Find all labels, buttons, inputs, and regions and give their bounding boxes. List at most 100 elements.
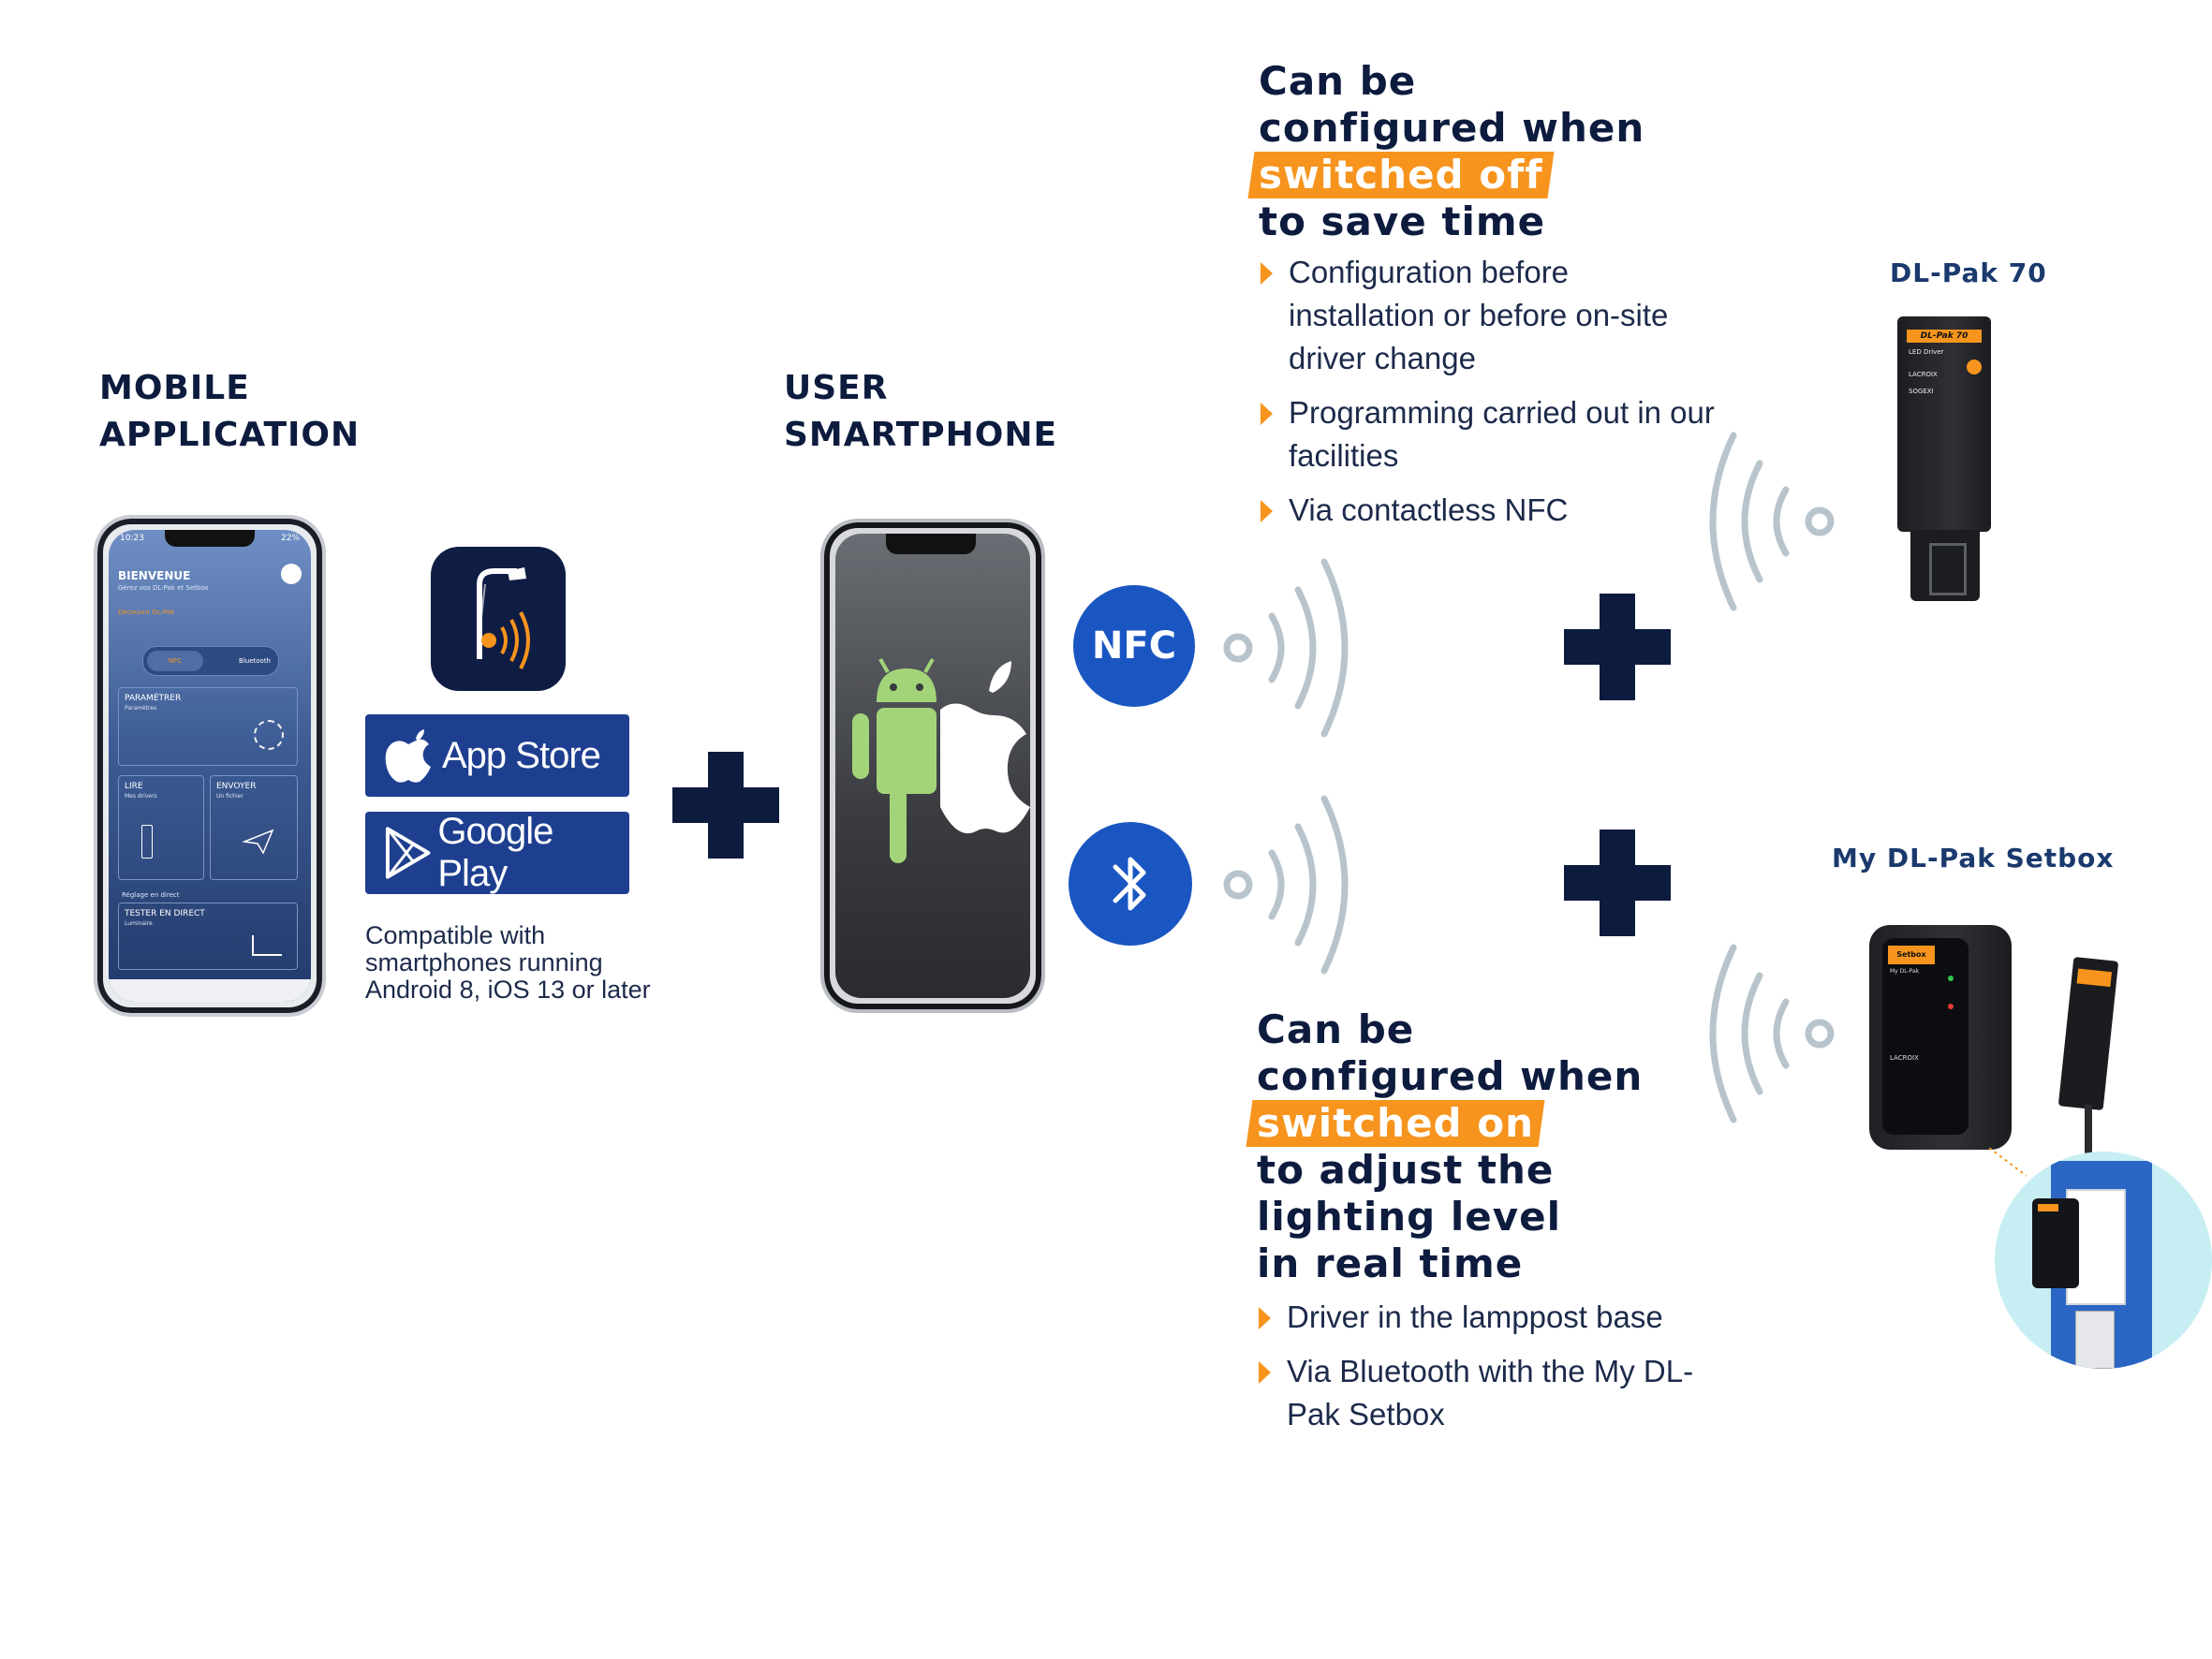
switched-on-bullet: Driver in the lamppost base — [1257, 1296, 1697, 1339]
app-mode-toggle[interactable]: NFC Bluetooth — [142, 646, 279, 676]
dlpak-nfc-mark-icon — [1967, 360, 1982, 374]
user-smartphone-heading-line2: SMARTPHONE — [784, 416, 1058, 454]
apple-logo-icon — [940, 661, 1030, 834]
app-icon[interactable] — [431, 547, 566, 691]
setbox-status-led — [1948, 976, 1954, 981]
plus-icon-app-phone — [672, 752, 779, 859]
switched-off-highlight: switched off — [1247, 152, 1555, 198]
inset-setbox — [2032, 1198, 2079, 1288]
app-tile-test-sub: Luminaire — [125, 920, 153, 927]
app-toggle-nfc[interactable]: NFC — [147, 651, 203, 671]
dlpak-device-brand: LACROIX — [1909, 371, 1938, 378]
app-store-button[interactable]: App Store — [365, 714, 629, 797]
bluetooth-signal-waves-icon — [1223, 795, 1349, 975]
compat-line3: Android 8, iOS 13 or later — [365, 976, 651, 1004]
switched-off-bullet: Via contactless NFC — [1259, 489, 1718, 532]
switched-off-title-line4: to save time — [1259, 198, 1546, 244]
compat-line2: smartphones running — [365, 948, 603, 976]
dlpak-label: DL-Pak 70 — [1890, 257, 2047, 288]
lamp-icon — [252, 935, 282, 956]
app-tile-test[interactable]: TESTER EN DIRECT Luminaire — [118, 903, 298, 970]
nfc-badge-label: NFC — [1091, 624, 1177, 668]
switched-on-title: Can be configured when switched on to ad… — [1246, 1006, 1644, 1287]
lamp-signal-icon — [477, 567, 530, 669]
switched-off-bullets: Configuration before installation or bef… — [1259, 251, 1718, 543]
app-tile-read-sub: Mes drivers — [125, 793, 157, 800]
app-tile-configure-sub: Paramètres — [125, 705, 157, 712]
setbox-power-led — [1948, 1004, 1954, 1009]
app-tile-send[interactable]: ENVOYER Un fichier — [210, 775, 298, 880]
app-tile-configure[interactable]: PARAMÉTRER Paramètres — [118, 687, 298, 766]
lamppost-base-inset — [1995, 1152, 2212, 1369]
switched-off-bullet: Programming carried out in our facilitie… — [1259, 391, 1718, 477]
app-tile-configure-label: PARAMÉTRER — [125, 694, 182, 703]
gear-icon — [254, 720, 284, 750]
google-play-button[interactable]: Google Play — [365, 811, 629, 894]
dlpak-device-sub: LED Driver — [1909, 348, 1944, 356]
switched-on-title-line2: configured when — [1257, 1053, 1644, 1099]
mobile-app-heading-line2: APPLICATION — [99, 416, 361, 454]
app-nav-bar — [109, 979, 311, 1002]
apple-icon — [385, 729, 431, 783]
app-welcome-sub: Gérez vos DL-Pak et Setbox — [118, 584, 209, 592]
dlpak-device: DL-Pak 70 LED Driver LACROIX SOGEXI — [1897, 316, 1991, 532]
app-welcome-title: BIENVENUE — [118, 569, 191, 582]
setbox-cable — [2085, 1105, 2092, 1170]
compat-line1: Compatible with — [365, 921, 546, 949]
switched-off-bullet: Configuration before installation or bef… — [1259, 251, 1718, 380]
mobile-app-heading: MOBILE APPLICATION — [99, 365, 360, 459]
dlpak-device-model: SOGEXI — [1909, 388, 1934, 395]
bluetooth-badge — [1069, 822, 1192, 946]
app-tile-test-label: TESTER EN DIRECT — [125, 909, 205, 918]
android-icon — [852, 658, 936, 863]
app-phone-screen: 10:23 22% BIENVENUE Gérez vos DL-Pak et … — [109, 530, 311, 1002]
dlpak-device-name: DL-Pak 70 — [1907, 330, 1982, 343]
send-icon — [243, 829, 274, 855]
user-phone-notch — [886, 534, 976, 554]
nfc-badge: NFC — [1073, 585, 1195, 707]
app-store-label: App Store — [442, 734, 601, 776]
switched-off-title: Can be configured when switched off to s… — [1247, 58, 1645, 245]
app-discover-link[interactable]: Découvrir DL-Pak — [118, 609, 175, 616]
plus-icon-bluetooth-product — [1564, 830, 1671, 936]
setbox-driver — [2057, 956, 2119, 1111]
play-triangle-icon — [385, 827, 431, 879]
nfc-signal-waves-icon — [1223, 558, 1349, 738]
switched-on-title-line5: lighting level — [1257, 1194, 1561, 1240]
switched-on-highlight-text: switched on — [1257, 1100, 1534, 1146]
bluetooth-icon — [1113, 857, 1146, 911]
setbox-signal-waves-icon — [1709, 944, 1835, 1123]
app-tile-send-label: ENVOYER — [216, 782, 257, 791]
setbox-device-brand: LACROIX — [1890, 1054, 1919, 1062]
switched-off-title-line2: configured when — [1259, 105, 1645, 151]
switched-on-title-line6: in real time — [1257, 1241, 1524, 1286]
app-toggle-bluetooth[interactable]: Bluetooth — [239, 657, 271, 665]
switched-off-title-line1: Can be — [1259, 58, 1417, 104]
app-live-note: Réglage en direct — [122, 891, 180, 899]
app-menu-icon[interactable] — [281, 564, 302, 584]
setbox-device-name: Setbox — [1888, 946, 1935, 964]
app-status-battery: 22% — [280, 534, 300, 543]
switched-on-bullets: Driver in the lamppost base Via Bluetoot… — [1257, 1296, 1697, 1447]
driver-icon — [141, 825, 153, 859]
plus-icon-nfc-product — [1564, 594, 1671, 700]
app-phone: 10:23 22% BIENVENUE Gérez vos DL-Pak et … — [94, 515, 326, 1017]
compatibility-note: Compatible with smartphones running Andr… — [365, 922, 651, 1004]
switched-on-title-line1: Can be — [1257, 1006, 1415, 1052]
app-tile-read[interactable]: LIRE Mes drivers — [118, 775, 204, 880]
dlpak-signal-waves-icon — [1709, 432, 1835, 611]
app-tile-send-sub: Un fichier — [216, 793, 243, 800]
switched-on-bullet: Via Bluetooth with the My DL-Pak Setbox — [1257, 1350, 1697, 1436]
app-status-time: 10:23 — [120, 534, 144, 543]
inset-connector-dots — [1989, 1148, 2027, 1177]
user-smartphone-heading-line1: USER — [784, 369, 889, 407]
setbox-label: My DL-Pak Setbox — [1832, 843, 2115, 874]
user-phone — [820, 519, 1045, 1013]
setbox-device: Setbox My DL-Pak LACROIX — [1869, 925, 2012, 1150]
user-smartphone-heading: USER SMARTPHONE — [784, 365, 1057, 459]
app-phone-notch — [165, 530, 255, 547]
switched-on-highlight: switched on — [1246, 1100, 1545, 1147]
google-play-label: Google Play — [437, 811, 553, 894]
switched-off-highlight-text: switched off — [1259, 152, 1543, 198]
switched-on-title-line4: to adjust the — [1257, 1147, 1555, 1193]
